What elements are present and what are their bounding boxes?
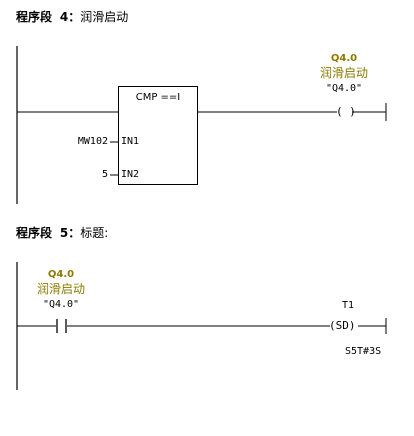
coil-address[interactable]: Q4.0 xyxy=(330,53,358,64)
network-4-header[interactable]: 程序段 4：润滑启动 xyxy=(16,10,128,24)
timer-preset[interactable]: S5T#3S xyxy=(345,346,382,357)
output-coil[interactable]: ( ) xyxy=(336,105,356,118)
network-comment[interactable]: 标题: xyxy=(80,226,109,240)
network-label: 程序段 xyxy=(16,226,53,240)
contact-address[interactable]: Q4.0 xyxy=(47,269,75,280)
network-comment[interactable]: 润滑启动 xyxy=(80,10,129,24)
coil-symbol: 润滑启动 xyxy=(319,66,368,80)
timer-name[interactable]: T1 xyxy=(341,300,355,311)
network-label: 程序段 xyxy=(16,10,53,24)
network-number: 5 xyxy=(59,226,69,240)
compare-box-title: CMP ==I xyxy=(135,92,181,103)
in1-pin-label: IN1 xyxy=(121,136,140,147)
contact-symbol: 润滑启动 xyxy=(36,282,85,296)
in2-operand[interactable]: 5 xyxy=(101,169,108,180)
network-5-header[interactable]: 程序段 5：标题: xyxy=(16,226,108,240)
network-separator: ： xyxy=(68,226,81,240)
compare-box[interactable]: CMP ==I xyxy=(118,86,198,185)
in1-operand[interactable]: MW102 xyxy=(77,136,108,147)
network-separator: ： xyxy=(68,10,81,24)
coil-quoted-operand: "Q4.0" xyxy=(325,83,363,94)
network-number: 4 xyxy=(59,10,69,24)
contact-quoted-operand: "Q4.0" xyxy=(42,299,80,310)
timer-coil-sd[interactable]: (SD) xyxy=(329,319,356,332)
in2-pin-label: IN2 xyxy=(121,169,140,180)
